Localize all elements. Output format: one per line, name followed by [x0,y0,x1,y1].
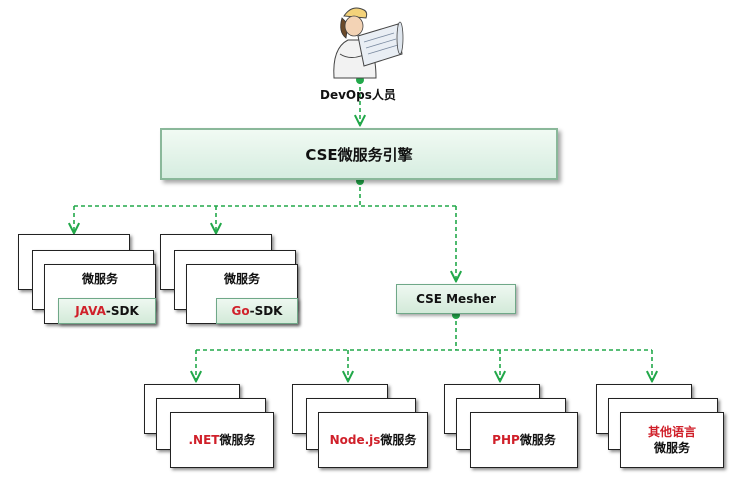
java-sdk-lang: JAVA [75,304,106,318]
other-suffix-text: 微服务 [653,441,690,455]
php-lang-text: PHP [492,433,520,447]
other-microservice-card [620,412,724,468]
node-lang-text: Node.js [329,433,381,447]
node-suffix-text: 微服务 [380,433,417,447]
go-sdk-lang: Go [231,304,250,318]
php-microservice-card [470,412,578,468]
net-lang-text: .NET [188,433,220,447]
go-sdk-box: Go-SDK [216,298,298,324]
go-sdk-suffix: -SDK [249,304,283,318]
devops-label: DevOps人员 [320,88,396,102]
cse-mesher-box: CSE Mesher [396,284,516,314]
php-microservice-label: PHP微服务 [470,412,578,468]
cse-mesher-label: CSE Mesher [416,292,496,306]
java-sdk-suffix: -SDK [105,304,139,318]
cse-engine-label: CSE微服务引擎 [305,145,413,164]
go-microservice-title: 微服务 [224,272,261,286]
php-suffix-text: 微服务 [519,433,556,447]
net-microservice-card [170,412,274,468]
other-microservice-label: 其他语言 微服务 [620,412,724,468]
java-sdk-box: JAVA-SDK [58,298,156,324]
devops-person-icon [333,7,404,79]
node-microservice-card [318,412,428,468]
other-lang-text: 其他语言 [647,425,696,439]
java-microservice-title: 微服务 [82,272,119,286]
cse-engine-box: CSE微服务引擎 [160,128,558,180]
net-microservice-label: .NET微服务 [170,412,274,468]
net-suffix-text: 微服务 [219,433,256,447]
node-microservice-label: Node.js微服务 [318,412,428,468]
